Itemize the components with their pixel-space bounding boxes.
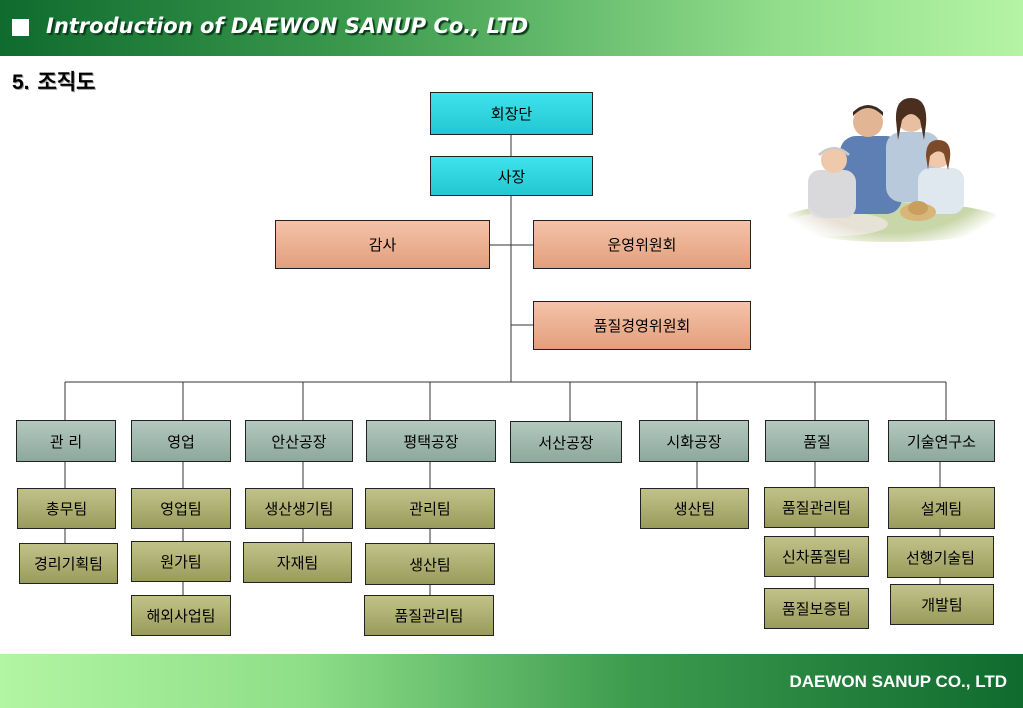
president-box: 사장 [430, 156, 593, 196]
team-box: 선행기술팀 [887, 536, 994, 578]
team-box: 생산생기팀 [245, 488, 353, 529]
team-box: 품질관리팀 [364, 595, 494, 636]
dept-rnd-center-box: 기술연구소 [888, 420, 995, 462]
dept-sales-box: 영업 [131, 420, 231, 462]
dept-pyeongtaek-factory-box: 평택공장 [366, 420, 496, 462]
chairman-box: 회장단 [430, 92, 593, 135]
header-title: Introduction of DAEWON SANUP Co., LTD [46, 14, 529, 38]
section-heading: 조직도 [37, 70, 96, 94]
footer-bar: DAEWON SANUP CO., LTD [0, 654, 1023, 708]
team-box: 영업팀 [131, 488, 231, 529]
team-box: 신차품질팀 [764, 536, 869, 577]
team-box: 설계팀 [888, 487, 995, 529]
dept-sihwa-factory-box: 시화공장 [639, 420, 749, 462]
team-box: 품질보증팀 [764, 588, 869, 629]
team-box: 해외사업팀 [131, 595, 231, 636]
team-box: 생산팀 [365, 543, 495, 585]
team-box: 개발팀 [890, 584, 994, 625]
bullet-square-icon [12, 19, 29, 36]
team-box: 품질관리팀 [764, 487, 869, 528]
team-box: 원가팀 [131, 541, 231, 582]
dept-seosan-factory-box: 서산공장 [510, 421, 622, 463]
section-number: 5. [12, 71, 30, 94]
quality-committee-box: 품질경영위원회 [533, 301, 751, 350]
family-photo [778, 84, 1006, 244]
team-box: 생산팀 [640, 488, 749, 529]
audit-box: 감사 [275, 220, 490, 269]
team-box: 자재팀 [243, 542, 352, 583]
team-box: 총무팀 [17, 488, 116, 529]
team-box: 경리기획팀 [19, 543, 118, 584]
footer-company-name: DAEWON SANUP CO., LTD [789, 672, 1007, 691]
header-bar: Introduction of DAEWON SANUP Co., LTD [0, 0, 1023, 56]
dept-admin-box: 관 리 [16, 420, 116, 462]
ops-committee-box: 운영위원회 [533, 220, 751, 269]
section-title: 5. 조직도 [12, 66, 95, 96]
dept-quality-box: 품질 [765, 420, 869, 462]
team-box: 관리팀 [365, 488, 495, 529]
dept-ansan-factory-box: 안산공장 [245, 420, 353, 462]
